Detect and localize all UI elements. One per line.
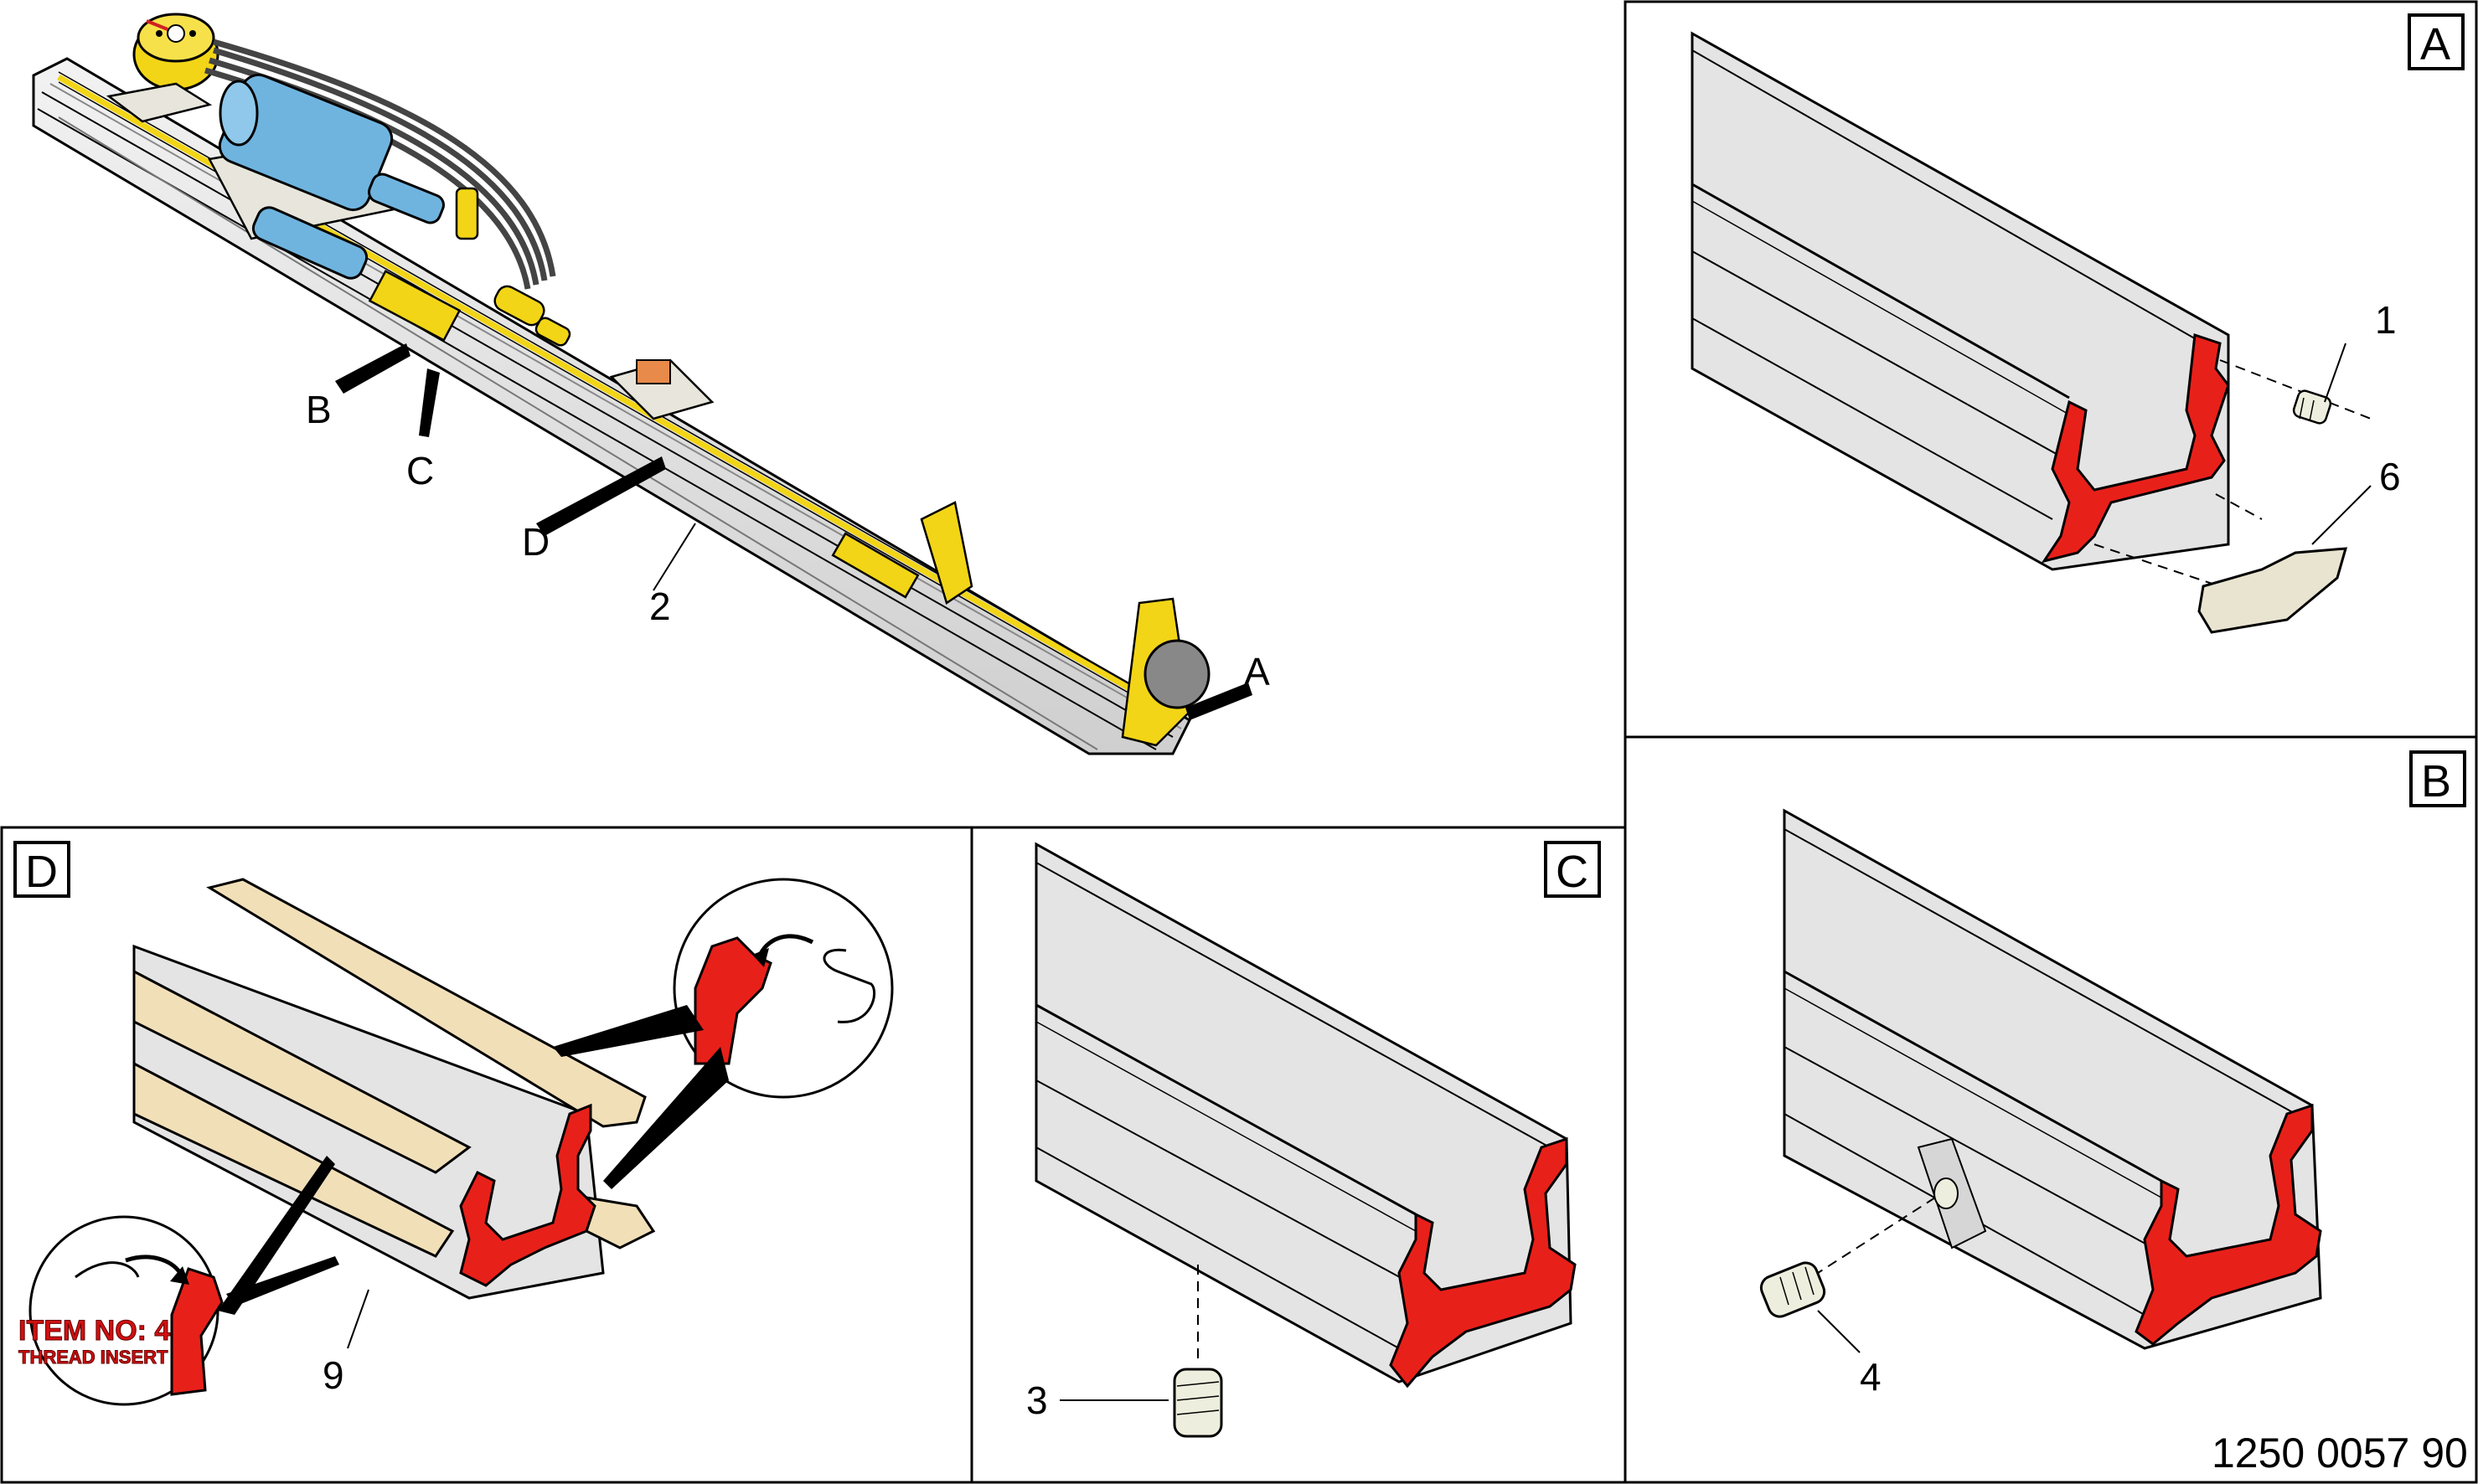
red-section-c xyxy=(1389,1136,1577,1389)
callout-4: 4 xyxy=(1860,1355,1882,1399)
document-number: 1250 0057 90 xyxy=(2212,1430,2468,1476)
red-section-d xyxy=(459,1103,596,1287)
cover-strip-middle xyxy=(132,969,472,1174)
detail-pointers xyxy=(218,1005,729,1315)
set-screw-1 xyxy=(2292,389,2332,425)
pointer-label-D: D xyxy=(522,520,550,564)
panel-C: C 3 xyxy=(1026,841,1601,1438)
callout-6: 6 xyxy=(2379,455,2401,498)
panel-label-A: A xyxy=(2420,19,2450,70)
item-number-subtitle: THREAD INSERT xyxy=(18,1347,168,1368)
panel-B: B 4 xyxy=(1759,750,2466,1399)
blue-motor-unit xyxy=(218,73,445,280)
panel-D: D ITEM NO: 4 THREAD INSERT xyxy=(13,841,894,1406)
pointer-label-A: A xyxy=(1244,650,1270,693)
thread-hole xyxy=(1933,1177,1959,1209)
cover-strip-lower xyxy=(132,1061,455,1258)
thread-insert-3 xyxy=(1173,1368,1223,1438)
callout-9: 9 xyxy=(323,1353,344,1397)
red-section-a xyxy=(2041,332,2230,564)
callout-3: 3 xyxy=(1026,1378,1048,1422)
cover-strip-upper xyxy=(206,878,647,1128)
panel-label-D: D xyxy=(25,847,58,897)
rail-profile-a xyxy=(1691,31,2230,571)
thread-insert-4 xyxy=(1759,1261,1826,1318)
detail-circle-top xyxy=(673,878,894,1099)
pointer-label-B: B xyxy=(306,388,332,431)
rail-profile-b xyxy=(1783,808,2322,1350)
mount-plate-left xyxy=(106,82,213,123)
overview-assembly: A B C D 2 xyxy=(32,13,1270,755)
rail-profile-c xyxy=(1035,842,1572,1384)
detail-circle-bottom: ITEM NO: 4 THREAD INSERT xyxy=(18,1215,224,1406)
pointer-label-C: C xyxy=(406,449,434,492)
item-number-title: ITEM NO: 4 xyxy=(18,1315,170,1347)
callout-1: 1 xyxy=(2375,298,2397,342)
panel-label-C: C xyxy=(1556,847,1588,897)
part-callout-2: 2 xyxy=(649,585,671,628)
overview-pointers xyxy=(335,343,1252,720)
end-roller xyxy=(1143,639,1211,709)
wedge-block-6 xyxy=(2197,547,2348,634)
panel-label-B: B xyxy=(2421,756,2451,806)
top-pulley xyxy=(132,13,219,91)
red-section-b xyxy=(2135,1103,2322,1346)
panel-A: A 1 6 xyxy=(1691,13,2465,634)
